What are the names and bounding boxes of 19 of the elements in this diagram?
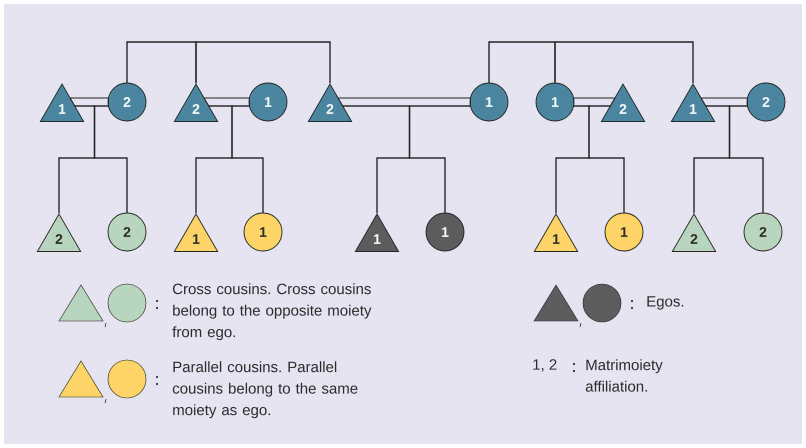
marriage-line bbox=[337, 98, 471, 106]
marriage-line bbox=[203, 98, 250, 106]
key-text: 1, 2 bbox=[533, 359, 556, 372]
descent-line bbox=[231, 105, 264, 213]
legend-text: Cross cousins. Cross cousins belong to the opposite moiety from ego. bbox=[172, 283, 372, 340]
descent-line bbox=[408, 105, 470, 213]
legend-text: Egos. bbox=[647, 296, 684, 310]
sibling-line bbox=[195, 41, 331, 84]
marriage-line bbox=[573, 98, 616, 106]
descent-line bbox=[94, 105, 128, 213]
descent-line bbox=[728, 105, 764, 213]
legend-text: Parallel cousins. Parallel cousins belong to the same moiety as ego. bbox=[172, 361, 358, 418]
descent-line bbox=[588, 105, 625, 213]
sibling-line bbox=[554, 41, 694, 84]
sibling-line bbox=[488, 41, 556, 83]
key-text: Matrimoiety affiliation. bbox=[586, 359, 663, 392]
sibling-line bbox=[126, 41, 197, 84]
marriage-line bbox=[69, 98, 109, 106]
marriage-line bbox=[700, 98, 748, 106]
